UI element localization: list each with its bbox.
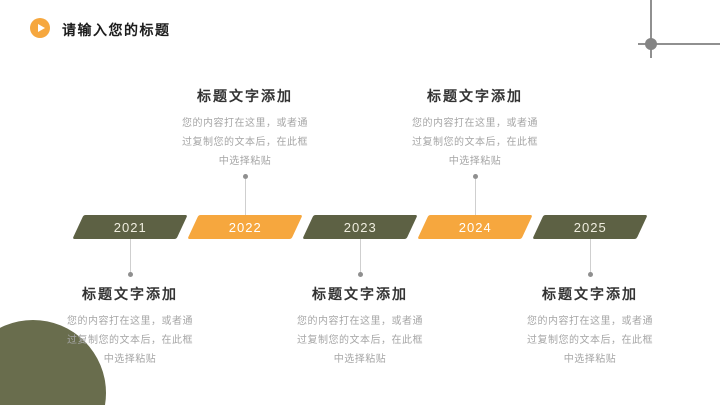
timeline-year-label: 2025 bbox=[573, 219, 607, 235]
body-line: 中选择粘贴 bbox=[333, 354, 387, 365]
connector-dot bbox=[127, 272, 133, 277]
timeline-bar-2021[interactable]: 2021 bbox=[72, 215, 188, 239]
connector-dot bbox=[587, 272, 593, 277]
block-title-placeholder[interactable]: 标题文字添加 bbox=[542, 286, 638, 302]
body-line: 您的内容打在这里，或者通 bbox=[182, 118, 308, 129]
block-body-placeholder[interactable]: 您的内容打在这里，或者通 过复制您的文本后，在此框 中选择粘贴 bbox=[297, 312, 423, 369]
connector-dot bbox=[472, 174, 478, 179]
milestone-text-block-2022[interactable]: 标题文字添加 您的内容打在这里，或者通 过复制您的文本后，在此框 中选择粘贴 bbox=[155, 86, 335, 215]
timeline-year-label: 2023 bbox=[343, 219, 377, 235]
block-title-placeholder[interactable]: 标题文字添加 bbox=[82, 286, 178, 302]
connector-line bbox=[589, 239, 591, 272]
body-line: 中选择粘贴 bbox=[448, 156, 502, 167]
connector-line bbox=[359, 239, 361, 272]
body-line: 您的内容打在这里，或者通 bbox=[297, 316, 423, 327]
body-line: 过复制您的文本后，在此框 bbox=[527, 335, 653, 346]
timeline-bar-2023[interactable]: 2023 bbox=[302, 215, 418, 239]
crosshair-dot-icon bbox=[645, 38, 657, 50]
body-line: 中选择粘贴 bbox=[103, 354, 157, 365]
body-line: 中选择粘贴 bbox=[563, 354, 617, 365]
milestone-text-block-2025[interactable]: 标题文字添加 您的内容打在这里，或者通 过复制您的文本后，在此框 中选择粘贴 bbox=[500, 239, 680, 369]
timeline-bar-2025[interactable]: 2025 bbox=[532, 215, 648, 239]
body-line: 过复制您的文本后，在此框 bbox=[67, 335, 193, 346]
play-triangle-glyph bbox=[38, 23, 45, 32]
timeline-year-label: 2024 bbox=[458, 219, 492, 235]
connector-dot bbox=[242, 174, 248, 179]
connector-line bbox=[129, 239, 131, 272]
block-body-placeholder[interactable]: 您的内容打在这里，或者通 过复制您的文本后，在此框 中选择粘贴 bbox=[67, 312, 193, 369]
body-line: 您的内容打在这里，或者通 bbox=[412, 118, 538, 129]
block-title-placeholder[interactable]: 标题文字添加 bbox=[197, 88, 293, 104]
body-line: 过复制您的文本后，在此框 bbox=[182, 137, 308, 148]
body-line: 过复制您的文本后，在此框 bbox=[297, 335, 423, 346]
timeline-year-label: 2022 bbox=[228, 219, 262, 235]
timeline-bar-2024[interactable]: 2024 bbox=[417, 215, 533, 239]
slide-title-placeholder[interactable]: 请输入您的标题 bbox=[62, 22, 171, 38]
timeline-bar-2022[interactable]: 2022 bbox=[187, 215, 303, 239]
block-body-placeholder[interactable]: 您的内容打在这里，或者通 过复制您的文本后，在此框 中选择粘贴 bbox=[182, 114, 308, 171]
block-title-placeholder[interactable]: 标题文字添加 bbox=[312, 286, 408, 302]
milestone-text-block-2024[interactable]: 标题文字添加 您的内容打在这里，或者通 过复制您的文本后，在此框 中选择粘贴 bbox=[385, 86, 565, 215]
block-body-placeholder[interactable]: 您的内容打在这里，或者通 过复制您的文本后，在此框 中选择粘贴 bbox=[412, 114, 538, 171]
milestone-text-block-2021[interactable]: 标题文字添加 您的内容打在这里，或者通 过复制您的文本后，在此框 中选择粘贴 bbox=[40, 239, 220, 369]
timeline-year-label: 2021 bbox=[113, 219, 147, 235]
connector-line bbox=[244, 179, 246, 215]
body-line: 您的内容打在这里，或者通 bbox=[67, 316, 193, 327]
body-line: 您的内容打在这里，或者通 bbox=[527, 316, 653, 327]
crosshair-vertical-line bbox=[650, 0, 652, 58]
block-title-placeholder[interactable]: 标题文字添加 bbox=[427, 88, 523, 104]
connector-line bbox=[474, 179, 476, 215]
play-icon bbox=[30, 18, 50, 38]
connector-dot bbox=[357, 272, 363, 277]
body-line: 过复制您的文本后，在此框 bbox=[412, 137, 538, 148]
milestone-text-block-2023[interactable]: 标题文字添加 您的内容打在这里，或者通 过复制您的文本后，在此框 中选择粘贴 bbox=[270, 239, 450, 369]
block-body-placeholder[interactable]: 您的内容打在这里，或者通 过复制您的文本后，在此框 中选择粘贴 bbox=[527, 312, 653, 369]
body-line: 中选择粘贴 bbox=[218, 156, 272, 167]
crosshair-horizontal-line bbox=[638, 43, 720, 45]
